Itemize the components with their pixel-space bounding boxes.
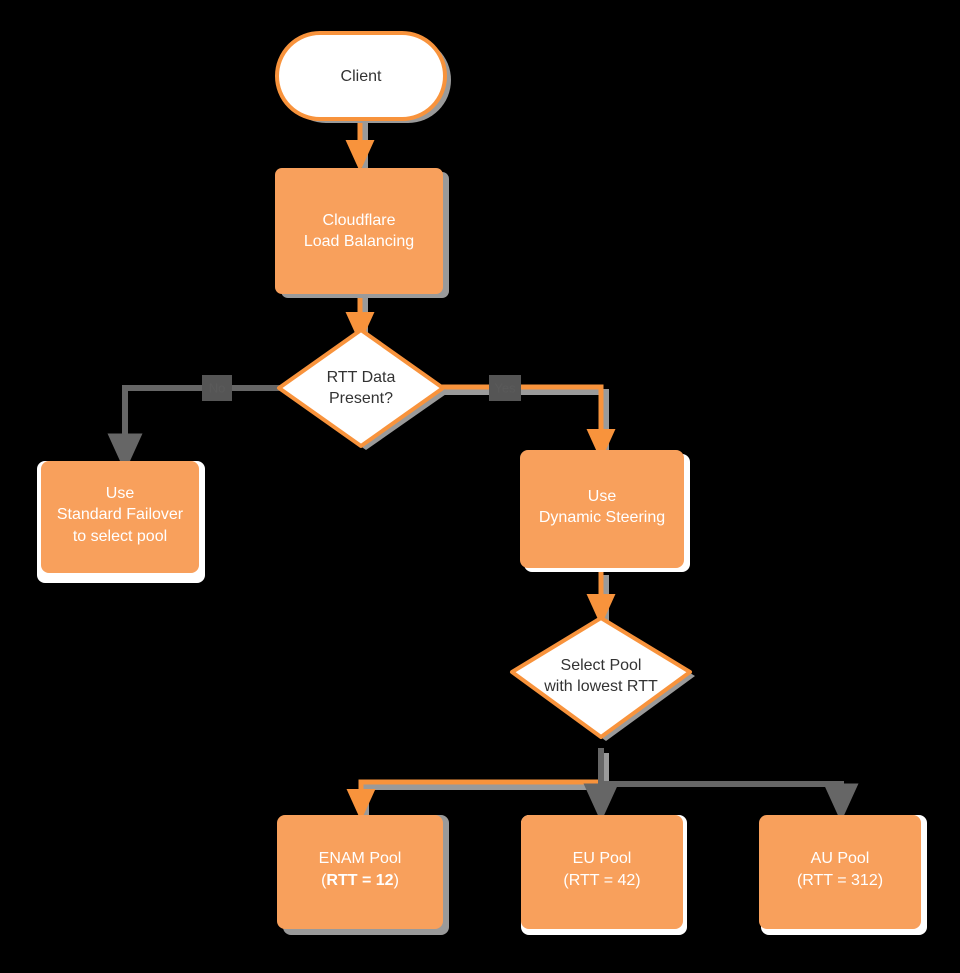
node-au-pool[interactable]: AU Pool (RTT = 312) xyxy=(759,815,927,935)
au-pool-label-line2: (RTT = 312) xyxy=(797,872,883,889)
standard-failover-shape xyxy=(41,461,199,573)
node-eu-pool[interactable]: EU Pool (RTT = 42) xyxy=(521,815,687,935)
enam-pool-shape xyxy=(277,815,443,929)
enam-pool-rtt-prefix: ( xyxy=(321,872,327,889)
node-enam-pool[interactable]: ENAM Pool (RTT = 12) xyxy=(277,815,449,935)
enam-pool-label-line1: ENAM Pool xyxy=(319,850,402,867)
edge-label-yes-text: Yes xyxy=(494,380,516,395)
edge-label-no-text: No xyxy=(209,380,226,395)
standard-failover-label-line3: to select pool xyxy=(73,528,167,545)
edge-label-yes: Yes xyxy=(489,375,521,401)
standard-failover-label-line2: Standard Failover xyxy=(57,506,184,523)
edge-label-no-bg xyxy=(202,375,232,401)
edge-client-to-load-balancing xyxy=(345,118,375,172)
standard-failover-label-line1: Use xyxy=(106,485,135,502)
edge-layer xyxy=(107,118,859,822)
enam-pool-rtt-value: RTT = 12 xyxy=(326,872,393,889)
enam-pool-rtt-suffix: ) xyxy=(394,872,399,889)
select-pool-label-line1: Select Pool xyxy=(561,657,642,674)
dynamic-steering-shape xyxy=(520,450,684,568)
dynamic-steering-label-line1: Use xyxy=(588,488,617,505)
eu-pool-shape xyxy=(521,815,683,929)
edge-select-pool-to-au-pool xyxy=(601,781,859,822)
au-pool-label-line1: AU Pool xyxy=(811,850,870,867)
enam-pool-label-line2: (RTT = 12) xyxy=(321,872,399,889)
au-pool-shape xyxy=(759,815,921,929)
node-dynamic-steering[interactable]: Use Dynamic Steering xyxy=(520,450,690,572)
rtt-decision-shape xyxy=(277,328,445,448)
node-rtt-decision[interactable]: RTT Data Present? xyxy=(277,328,449,450)
node-client[interactable]: Client xyxy=(275,31,451,123)
edge-label-yes-bg xyxy=(489,375,521,401)
load-balancing-label-line1: Cloudflare xyxy=(323,212,396,229)
node-select-pool[interactable]: Select Pool with lowest RTT xyxy=(510,616,695,741)
eu-pool-label-line1: EU Pool xyxy=(573,850,632,867)
edge-dynamic-steering-to-select-pool xyxy=(586,571,616,627)
rtt-decision-label-line2: Present? xyxy=(329,390,393,407)
client-label: Client xyxy=(341,68,382,85)
load-balancing-label-line2: Load Balancing xyxy=(304,233,414,250)
eu-pool-label-line2: (RTT = 42) xyxy=(563,872,640,889)
edge-select-pool-to-enam-pool xyxy=(346,748,609,822)
select-pool-shape xyxy=(510,616,692,739)
rtt-decision-label-line1: RTT Data xyxy=(327,369,396,386)
node-standard-failover[interactable]: Use Standard Failover to select pool xyxy=(37,461,205,583)
client-shape xyxy=(275,31,447,121)
load-balancing-shape xyxy=(275,168,443,294)
edge-label-layer: No Yes xyxy=(202,375,521,401)
edge-label-no: No xyxy=(202,375,232,401)
dynamic-steering-label-line2: Dynamic Steering xyxy=(539,509,665,526)
select-pool-label-line2: with lowest RTT xyxy=(543,678,658,695)
node-load-balancing[interactable]: Cloudflare Load Balancing xyxy=(275,168,449,298)
